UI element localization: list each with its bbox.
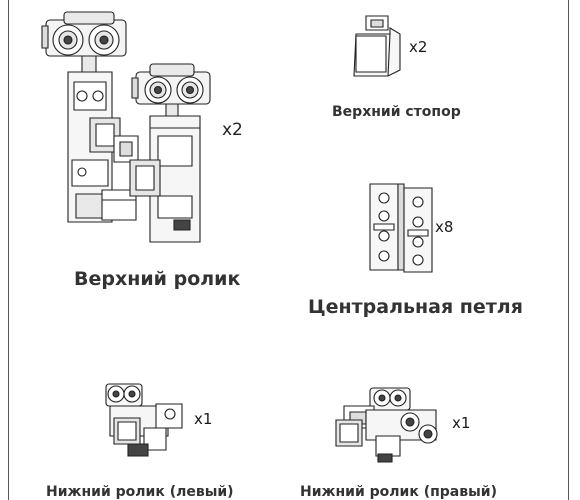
center-hinge-title: Центральная петля <box>308 296 523 318</box>
upper-roller-icon <box>40 10 220 250</box>
upper-roller-title: Верхний ролик <box>74 268 241 290</box>
upper-stopper-qty: x2 <box>409 38 428 56</box>
upper-roller-right-assembly <box>130 64 210 242</box>
lower-roller-right-qty: x1 <box>452 414 471 432</box>
lower-roller-left-icon <box>100 378 190 462</box>
upper-roller-qty: x2 <box>222 120 243 140</box>
page-border-left <box>8 0 9 500</box>
upper-stopper-title: Верхний стопор <box>332 104 461 120</box>
lower-roller-left-qty: x1 <box>194 410 213 428</box>
center-hinge-icon <box>366 180 436 276</box>
upper-roller-left-assembly <box>42 12 138 222</box>
upper-stopper-icon <box>350 14 406 80</box>
lower-roller-right-icon <box>330 382 450 466</box>
center-hinge-qty: x8 <box>435 218 454 236</box>
page-border-right <box>568 0 569 500</box>
lower-roller-right-title: Нижний ролик (правый) <box>300 484 497 500</box>
lower-roller-left-title: Нижний ролик (левый) <box>46 484 234 500</box>
